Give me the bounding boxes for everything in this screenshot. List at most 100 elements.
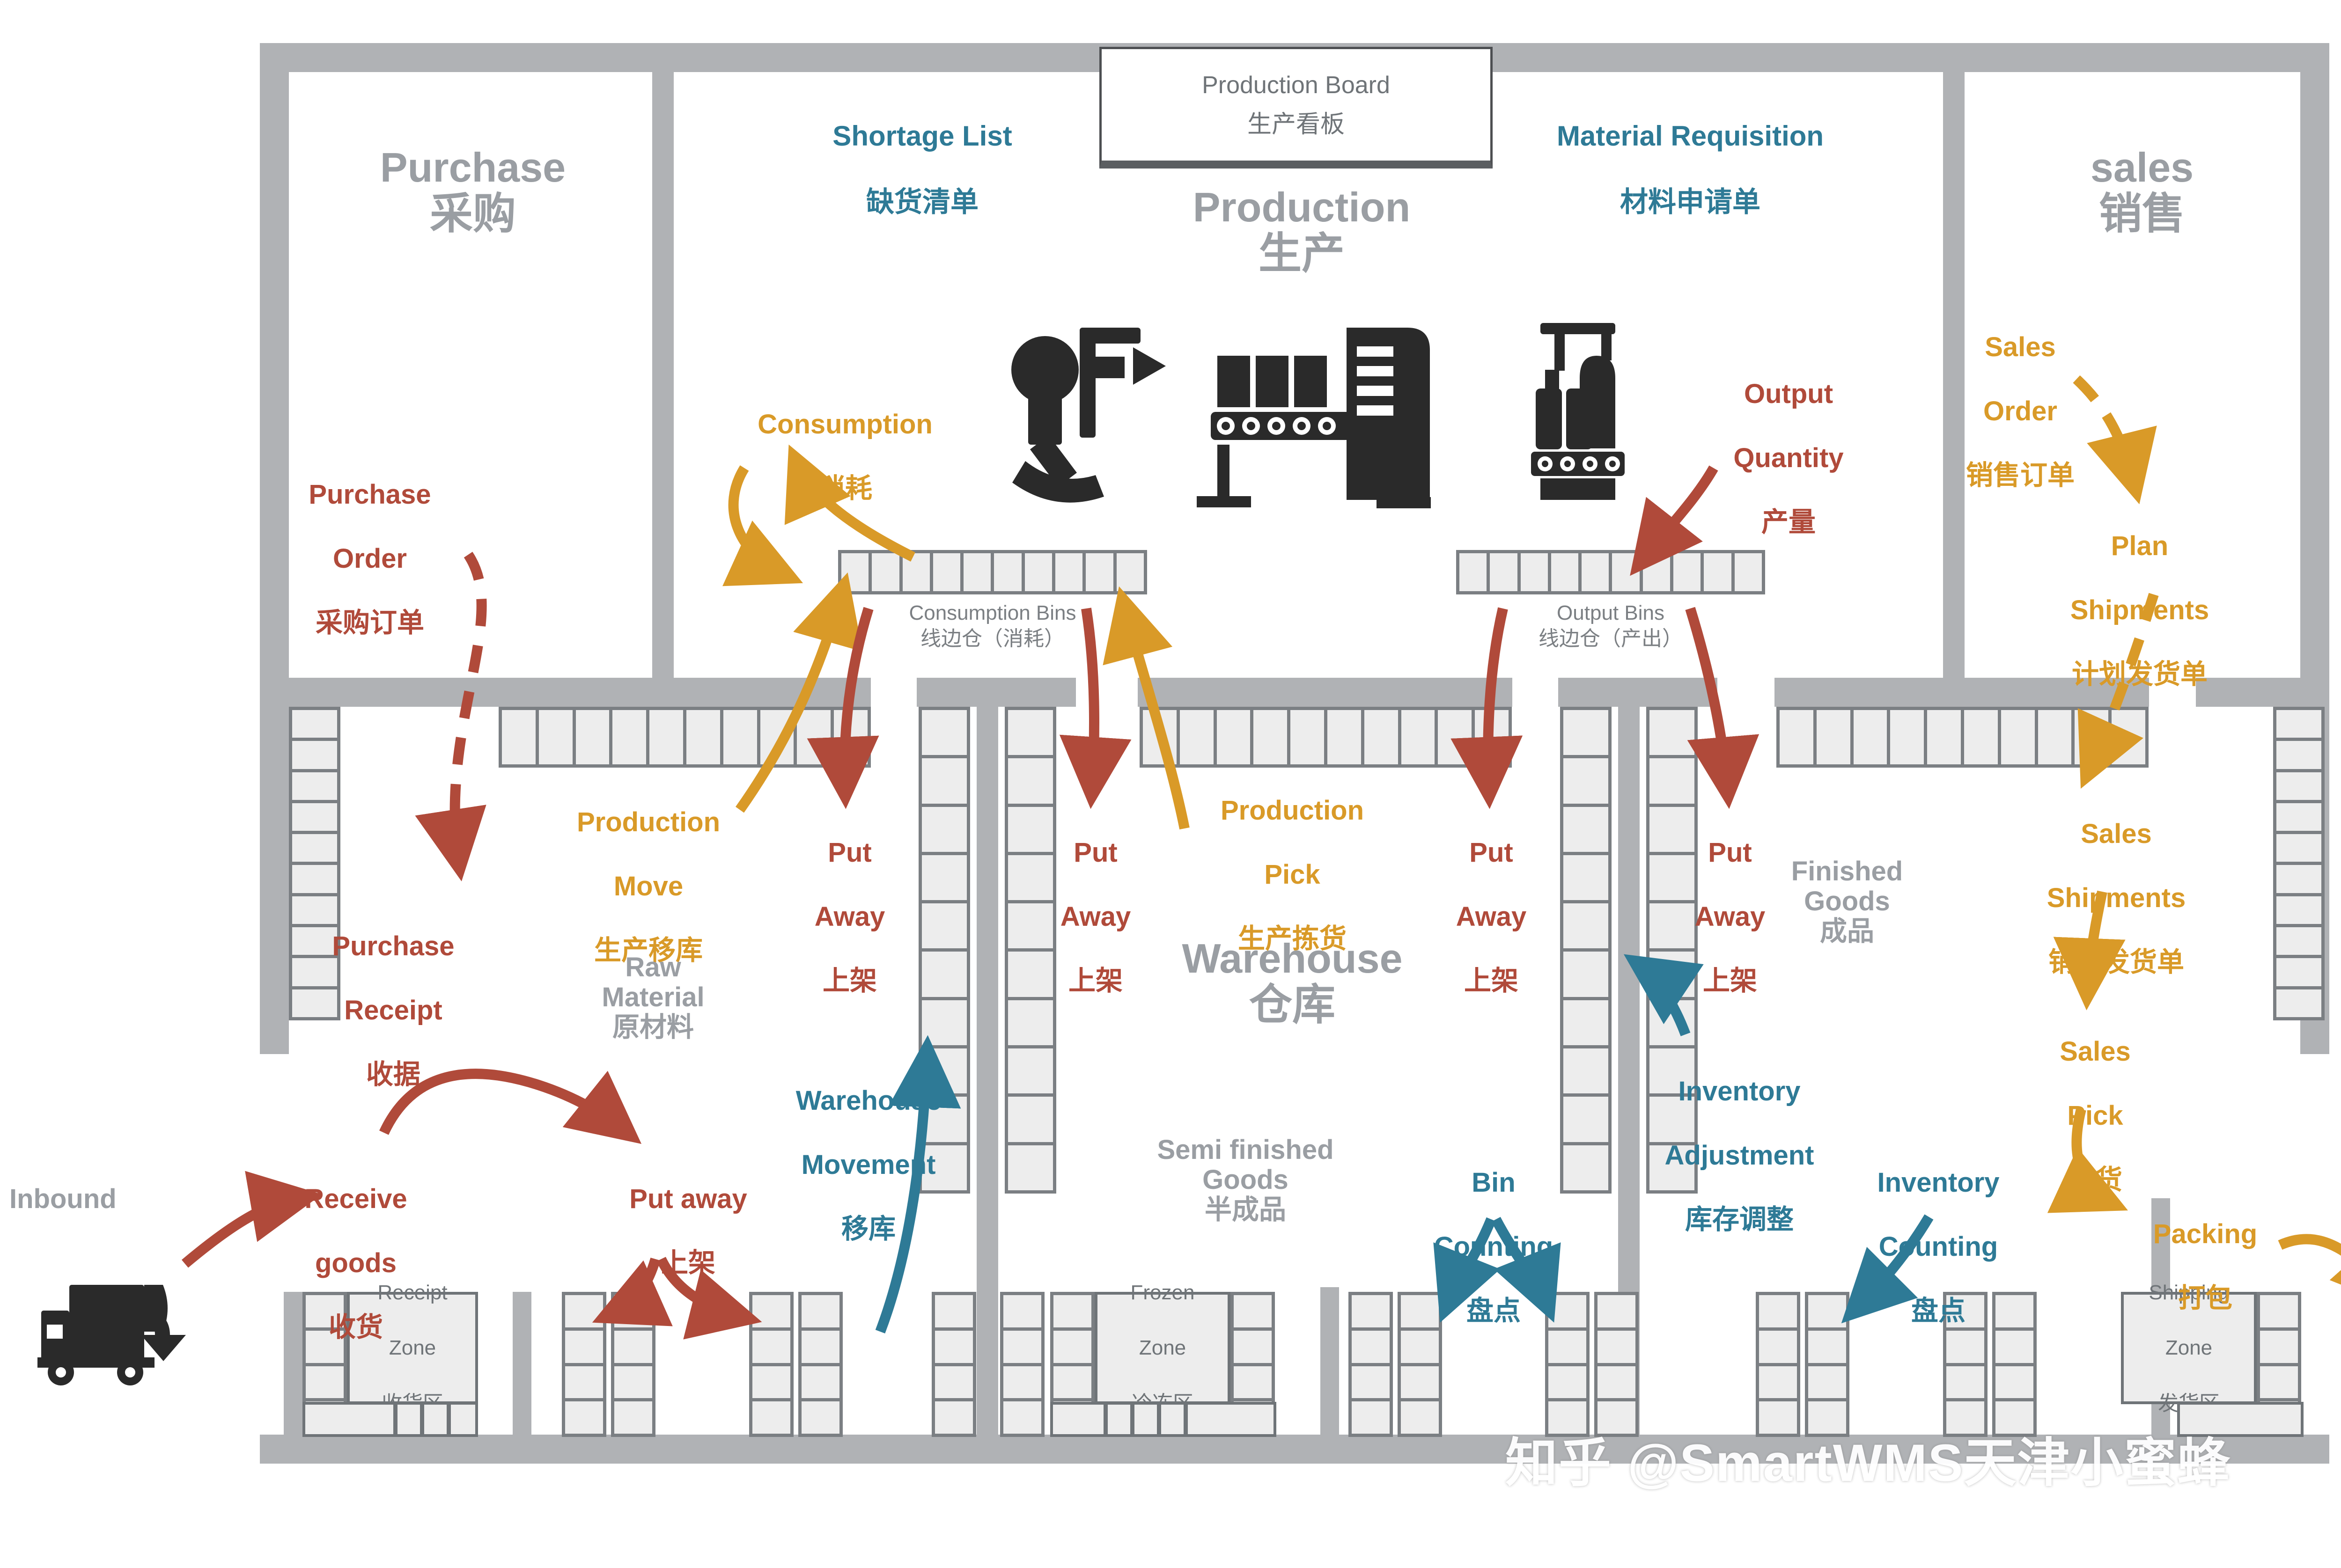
output-bins-rack: [1456, 550, 1765, 594]
production-pick-en1: Production: [1220, 795, 1364, 826]
warehouse-movement-en2: Movement: [801, 1150, 936, 1180]
receipt-pallet-a: [302, 1402, 396, 1437]
plan-shipments-zh: 计划发货单: [2071, 659, 2208, 690]
purchase-order-zh: 采购订单: [315, 608, 424, 638]
process-purchase-receipt: Purchase Receipt 收据: [300, 899, 487, 1091]
shipping-zone-en1: Shipping: [2149, 1281, 2229, 1304]
warehouse-title-en: Warehouse: [1182, 935, 1403, 982]
process-sales-shipments: Sales Shipments 销售发货单: [2009, 786, 2224, 979]
rack-fin-a: [1756, 1292, 1800, 1437]
process-inventory-counting: Inventory Counting 盘点: [1835, 1135, 2041, 1327]
rack-semi-a: [1348, 1292, 1393, 1437]
output-bins-label-en: Output Bins: [1557, 601, 1664, 624]
consumption-zh: 消耗: [817, 473, 872, 504]
finished-goods-zh: 成品: [1819, 916, 1874, 946]
department-sales-title: sales 销售: [1957, 145, 2327, 238]
put-away-left-zh: 上架: [661, 1248, 715, 1279]
rack-raw-e: [932, 1292, 976, 1437]
purchase-receipt-en2: Receipt: [344, 995, 442, 1026]
receive-goods-en1: Receive: [304, 1184, 407, 1215]
finished-goods-en1: Finished: [1791, 856, 1903, 887]
packing-en1: Packing: [2153, 1219, 2258, 1250]
rack-raw-f: [1000, 1292, 1045, 1437]
receipt-zone: Receipt Zone 收货区: [347, 1281, 478, 1415]
plan-shipments-en2: Shipments: [2070, 595, 2209, 626]
receipt-pallet-b: [395, 1402, 423, 1437]
receipt-zone-en1: Receipt: [377, 1281, 448, 1304]
process-put-away-3: Put Away 上架: [1433, 805, 1550, 997]
semi-finished-en2: Goods: [1202, 1164, 1288, 1195]
plan-shipments-en1: Plan: [2111, 531, 2169, 562]
sales-title-en: sales: [2090, 144, 2194, 191]
put-away-2-en2: Away: [1060, 901, 1131, 932]
purchase-receipt-zh: 收据: [366, 1059, 420, 1090]
production-board[interactable]: Production Board 生产看板: [1099, 47, 1493, 169]
sales-pick-en1: Sales: [2060, 1036, 2131, 1067]
raw-material-en2: Material: [602, 982, 705, 1012]
process-put-away-1: Put Away 上架: [791, 805, 908, 997]
wall-band-seg-7: [2196, 678, 2329, 707]
put-away-3-zh: 上架: [1464, 966, 1518, 996]
production-board-en: Production Board: [1202, 71, 1390, 99]
process-sales-order: Sales Order 销售订单: [1948, 300, 2093, 492]
put-away-3-en1: Put: [1469, 837, 1513, 868]
production-title-zh: 生产: [1258, 229, 1345, 278]
inventory-adjustment-en2: Adjustment: [1664, 1140, 1814, 1171]
shipping-pallet-a: [2177, 1402, 2304, 1437]
warehouse-title-zh: 仓库: [1249, 981, 1335, 1029]
frozen-zone-en2: Zone: [1139, 1336, 1186, 1360]
consumption-bins-label-zh: 线边仓（消耗）: [920, 627, 1065, 650]
receipt-pallet-c: [421, 1402, 449, 1437]
production-pick-zh: 生产拣货: [1237, 923, 1347, 954]
inventory-counting-en1: Inventory: [1877, 1167, 2000, 1198]
rack-row-finished: [1776, 707, 2149, 768]
conveyor-icon: [1197, 328, 1431, 508]
rack-fin-d: [1992, 1292, 2037, 1437]
process-put-away-4: Put Away 上架: [1671, 805, 1789, 997]
sales-pick-en2: Pick: [2067, 1100, 2123, 1131]
put-away-1-zh: 上架: [822, 966, 877, 996]
shipping-zone-en2: Zone: [2165, 1336, 2213, 1360]
wall-aisle-1: [977, 707, 998, 1437]
rack-aisle2-left: [1560, 707, 1612, 1194]
wall-partition-purchase-right: [652, 70, 674, 679]
rack-raw-c: [749, 1292, 794, 1437]
frozen-pallet-d: [1158, 1402, 1186, 1437]
robot-arm-icon: [1011, 328, 1166, 503]
process-consumption: Consumption 消耗: [716, 377, 974, 505]
process-put-away-2: Put Away 上架: [1037, 805, 1154, 997]
shortage-list-zh: 缺货清单: [866, 186, 979, 218]
frozen-pallet-b: [1105, 1402, 1133, 1437]
material-requisition-en: Material Requisition: [1556, 120, 1824, 152]
wall-partition-sales-left: [1943, 70, 1965, 679]
rack-semi-d: [1594, 1292, 1639, 1437]
packing-zh: 打包: [2178, 1283, 2232, 1314]
department-warehouse-title: Warehouse 仓库: [1100, 936, 1484, 1029]
purchase-order-en2: Order: [333, 543, 407, 574]
label-finished-goods: Finished Goods 成品: [1758, 857, 1936, 946]
output-bins-label-zh: 线边仓（产出）: [1539, 627, 1683, 650]
put-away-4-zh: 上架: [1702, 966, 1757, 996]
consumption-bins-rack: [838, 550, 1147, 594]
inventory-adjustment-en1: Inventory: [1678, 1076, 1801, 1107]
material-requisition-zh: 材料申请单: [1620, 186, 1760, 218]
process-receive-goods: Receive goods 收货: [276, 1151, 435, 1344]
receive-goods-en2: goods: [315, 1248, 397, 1279]
frozen-pallet-a: [1050, 1402, 1106, 1437]
consumption-bins-label-en: Consumption Bins: [909, 601, 1076, 624]
bin-counting-en2: Counting: [1434, 1231, 1553, 1262]
production-pick-en2: Pick: [1264, 859, 1320, 890]
semi-finished-zh: 半成品: [1204, 1194, 1286, 1225]
sales-pick-zh: 拣货: [2068, 1165, 2122, 1195]
production-board-zh: 生产看板: [1247, 111, 1345, 138]
process-sales-pick: Sales Pick 拣货: [2027, 1004, 2163, 1196]
process-output-quantity: Output Quantity 产量: [1695, 346, 1882, 539]
process-purchase-order: Purchase Order 采购订单: [281, 447, 459, 639]
label-raw-material: Raw Material 原材料: [564, 953, 742, 1042]
bottling-machine-icon: [1531, 323, 1625, 500]
process-warehouse-movement: Warehouse Movement 移库: [763, 1053, 974, 1246]
production-title-en: Production: [1193, 184, 1411, 230]
warehouse-movement-zh: 移库: [841, 1214, 896, 1245]
shortage-list-en: Shortage List: [832, 120, 1012, 152]
process-plan-shipments: Plan Shipments 计划发货单: [2034, 498, 2245, 691]
